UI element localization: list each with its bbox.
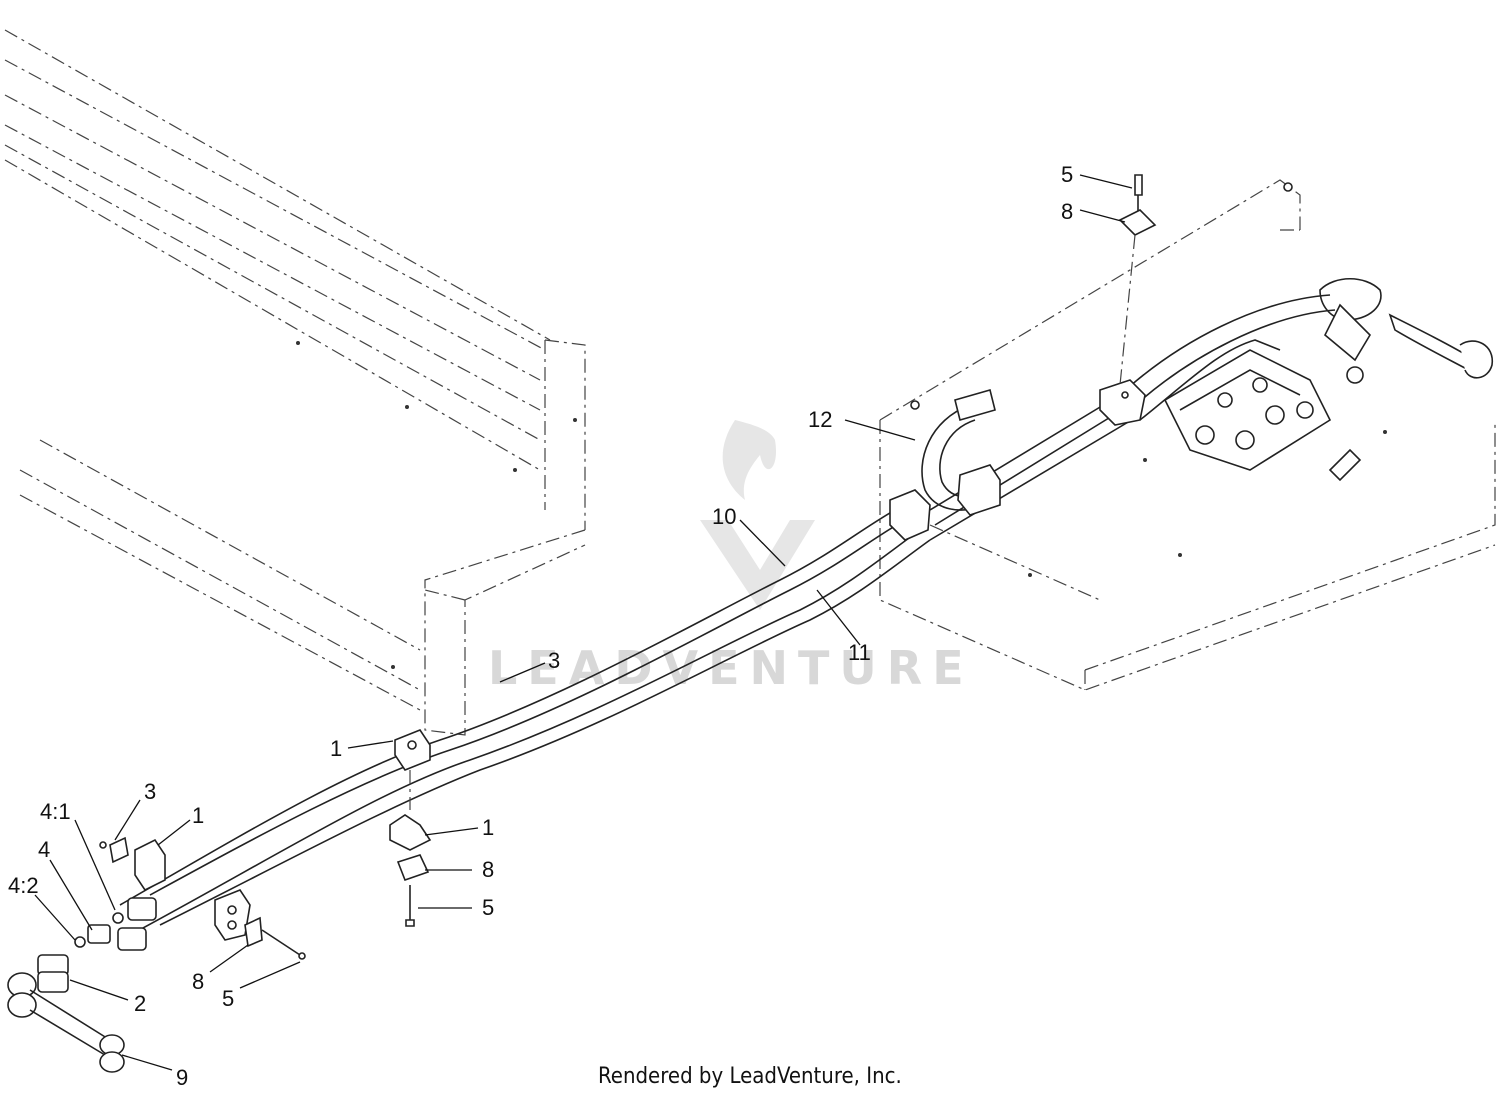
- leader-lines: [34, 174, 1133, 1071]
- watermark: LEADVENTURE: [488, 420, 974, 695]
- callout-8-top: 8: [1061, 199, 1073, 224]
- hoses-10-11: [119, 294, 1336, 936]
- bolt-plate-top: [1118, 174, 1157, 386]
- valve-plate-phantom: [879, 179, 1496, 691]
- callout-5-left: 5: [222, 986, 234, 1011]
- callout-5-top: 5: [1061, 162, 1073, 187]
- callout-3-mid: 3: [548, 648, 560, 673]
- valve-manifold: [1163, 278, 1493, 482]
- callout-4-1: 4:1: [40, 799, 71, 824]
- callout-labels: 5 8 12 10 11 3 1 3 1 4:1 4 4:2 1 8 5 8 5…: [8, 162, 1073, 1090]
- callout-8-lower: 8: [482, 857, 494, 882]
- truck-bed-phantom: [4, 29, 586, 736]
- left-fittings: [7, 836, 306, 1073]
- hose-12-loop: [921, 389, 996, 511]
- callout-11: 11: [848, 640, 871, 665]
- callout-10: 10: [712, 504, 736, 529]
- footer-credit: Rendered by LeadVenture, Inc.: [598, 1064, 902, 1089]
- callout-4: 4: [38, 837, 50, 862]
- callout-1-mid: 1: [330, 736, 342, 761]
- callout-1-lower: 1: [482, 815, 494, 840]
- bracket-center: [389, 729, 432, 927]
- callout-1-left: 1: [192, 803, 204, 828]
- callout-5-lower: 5: [482, 895, 494, 920]
- watermark-text: LEADVENTURE: [488, 641, 974, 695]
- callout-12: 12: [808, 407, 832, 432]
- callout-2: 2: [134, 991, 146, 1016]
- hose-clamps: [889, 379, 1146, 541]
- callout-8-left: 8: [192, 969, 204, 994]
- callout-3-left: 3: [144, 779, 156, 804]
- callout-4-2: 4:2: [8, 873, 39, 898]
- callout-9: 9: [176, 1065, 188, 1090]
